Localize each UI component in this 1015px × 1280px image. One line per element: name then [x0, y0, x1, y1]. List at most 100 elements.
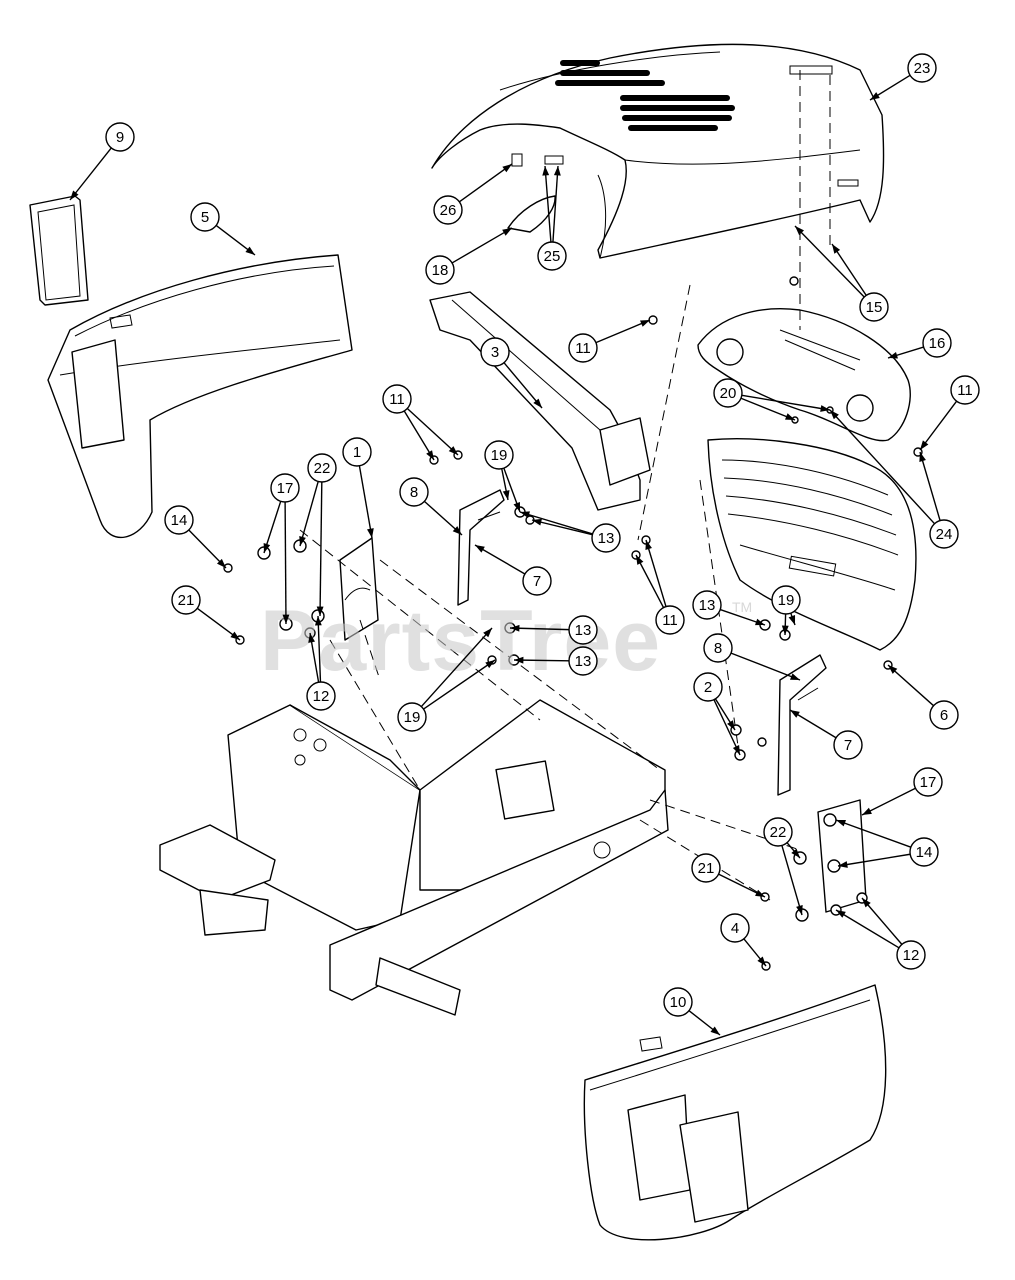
callout-circle[interactable] [693, 672, 723, 702]
callout-18-hood-latch[interactable]: 18 [425, 255, 455, 285]
callout-circle[interactable] [306, 681, 336, 711]
callout-number: 19 [491, 447, 508, 464]
callout-circle[interactable] [896, 940, 926, 970]
callout-13-nut[interactable]: 13 [591, 523, 621, 553]
callout-circle[interactable] [568, 646, 598, 676]
callout-circle[interactable] [909, 837, 939, 867]
callout-15-hood-pins[interactable]: 15 [859, 292, 889, 322]
callout-14-spring-clip[interactable]: 14 [164, 505, 194, 535]
callout-circle[interactable] [171, 585, 201, 615]
left-hood-bracket-part [339, 537, 379, 641]
callout-circle[interactable] [771, 585, 801, 615]
callout-7-support-strap[interactable]: 7 [522, 566, 552, 596]
callout-circle[interactable] [190, 202, 220, 232]
callout-circle[interactable] [568, 333, 598, 363]
leader-arrow-hood-fasteners [553, 166, 561, 176]
callout-11-screw[interactable]: 11 [950, 375, 980, 405]
callout-circle[interactable] [568, 615, 598, 645]
callout-13-nut[interactable]: 13 [568, 646, 598, 676]
callout-8-support-rod[interactable]: 8 [399, 477, 429, 507]
callout-circle[interactable] [480, 337, 510, 367]
callout-12-bolt[interactable]: 12 [896, 940, 926, 970]
callout-circle[interactable] [929, 519, 959, 549]
callout-19-washer[interactable]: 19 [771, 585, 801, 615]
callout-11-screw[interactable]: 11 [382, 384, 412, 414]
callout-24-light-screws[interactable]: 24 [929, 519, 959, 549]
callout-25-hood-fasteners[interactable]: 25 [537, 241, 567, 271]
callout-circle[interactable] [833, 730, 863, 760]
callout-26-hood-clip[interactable]: 26 [433, 195, 463, 225]
watermark-trademark: TM [732, 599, 752, 615]
leader-line-light-nut [740, 397, 796, 421]
callout-20-light-nut[interactable]: 20 [713, 378, 743, 408]
callout-7-support-strap[interactable]: 7 [833, 730, 863, 760]
callout-circle[interactable] [692, 590, 722, 620]
callout-circle[interactable] [929, 700, 959, 730]
callout-5-left-side-panel[interactable]: 5 [190, 202, 220, 232]
callout-17-nut[interactable]: 17 [913, 767, 943, 797]
callout-circle[interactable] [913, 767, 943, 797]
callout-circle[interactable] [342, 437, 372, 467]
callout-circle[interactable] [663, 987, 693, 1017]
callout-circle[interactable] [922, 328, 952, 358]
callout-11-screw[interactable]: 11 [655, 605, 685, 635]
headlight-housing-part [697, 308, 911, 442]
leader-line-screw [645, 539, 667, 607]
callout-16-headlight-housing[interactable]: 16 [922, 328, 952, 358]
leader-line-light-screws [919, 451, 941, 521]
leader-arrow-support-rod [452, 526, 462, 535]
callout-circle[interactable] [950, 375, 980, 405]
callout-circle[interactable] [270, 473, 300, 503]
callout-circle[interactable] [703, 633, 733, 663]
callout-circle[interactable] [484, 440, 514, 470]
callout-12-bolt[interactable]: 12 [306, 681, 336, 711]
callout-circle[interactable] [425, 255, 455, 285]
callout-9-decal[interactable]: 9 [105, 122, 135, 152]
callout-circle[interactable] [720, 913, 750, 943]
callout-circle[interactable] [713, 378, 743, 408]
callout-3-dash-bracket[interactable]: 3 [480, 337, 510, 367]
callout-circle[interactable] [399, 477, 429, 507]
callout-circle[interactable] [522, 566, 552, 596]
callout-19-washer[interactable]: 19 [397, 702, 427, 732]
callout-circle[interactable] [763, 817, 793, 847]
callout-13-nut[interactable]: 13 [692, 590, 722, 620]
callout-circle[interactable] [397, 702, 427, 732]
leader-arrow-right-side-panel [757, 956, 766, 966]
leader-arrow-washer [483, 628, 492, 638]
callout-circle[interactable] [591, 523, 621, 553]
callout-circle[interactable] [907, 53, 937, 83]
callout-10-decal[interactable]: 10 [663, 987, 693, 1017]
callout-circle[interactable] [433, 195, 463, 225]
callout-circle[interactable] [307, 453, 337, 483]
callout-22-bushing[interactable]: 22 [763, 817, 793, 847]
callout-circle[interactable] [537, 241, 567, 271]
callout-8-support-rod[interactable]: 8 [703, 633, 733, 663]
callout-1-left-hood-bracket[interactable]: 1 [342, 437, 372, 467]
leader-line-washer [423, 659, 496, 710]
callout-23-hood[interactable]: 23 [907, 53, 937, 83]
callout-6-front-grille[interactable]: 6 [929, 700, 959, 730]
callout-circle[interactable] [691, 853, 721, 883]
leader-arrow-bolt [755, 889, 765, 897]
callout-14-spring-clip[interactable]: 14 [909, 837, 939, 867]
callout-4-right-side-panel[interactable]: 4 [720, 913, 750, 943]
leader-arrow-washer [781, 625, 789, 635]
callout-2-right-hood-bracket[interactable]: 2 [693, 672, 723, 702]
callout-number: 7 [844, 737, 852, 754]
callout-circle[interactable] [655, 605, 685, 635]
callout-21-bolt[interactable]: 21 [691, 853, 721, 883]
callout-number: 22 [770, 824, 787, 841]
callout-13-nut[interactable]: 13 [568, 615, 598, 645]
callout-circle[interactable] [859, 292, 889, 322]
callout-circle[interactable] [164, 505, 194, 535]
callout-number: 11 [957, 382, 973, 399]
callout-19-washer[interactable]: 19 [484, 440, 514, 470]
callout-circle[interactable] [382, 384, 412, 414]
callout-22-bushing[interactable]: 22 [307, 453, 337, 483]
callout-11-screw[interactable]: 11 [568, 333, 598, 363]
callout-circle[interactable] [105, 122, 135, 152]
callout-17-nut[interactable]: 17 [270, 473, 300, 503]
callout-number: 26 [440, 202, 457, 219]
callout-21-bolt[interactable]: 21 [171, 585, 201, 615]
